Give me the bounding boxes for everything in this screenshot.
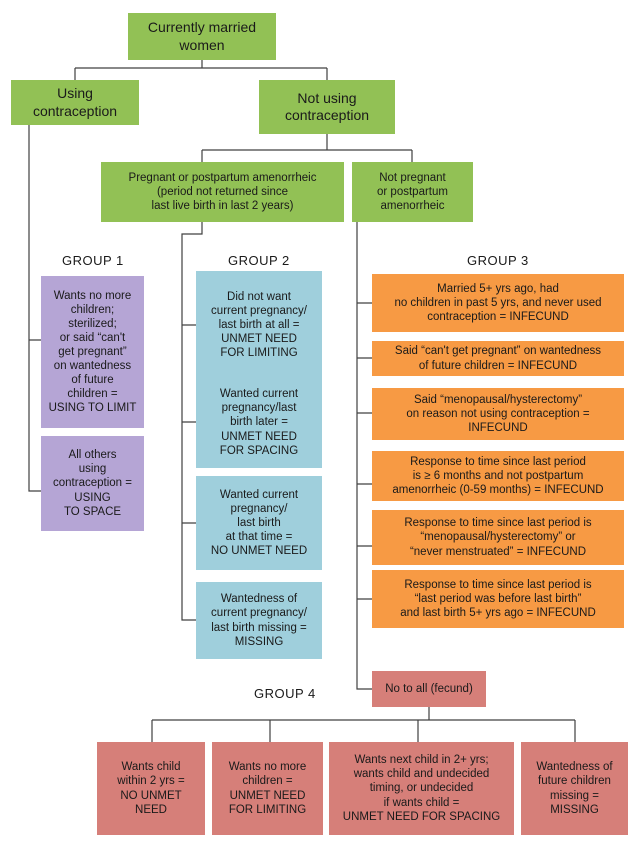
group2-unmet-need-spacing: Wanted current pregnancy/last birth late…: [196, 377, 322, 468]
group4-unmet-need-spacing: Wants next child in 2+ yrs; wants child …: [329, 742, 514, 835]
node-pregnant-or-postpartum: Pregnant or postpartum amenorrheic (peri…: [101, 162, 344, 222]
group-1-label: GROUP 1: [62, 253, 124, 268]
node-fecund: No to all (fecund): [372, 671, 486, 707]
group3-infecund-time-since-period: Response to time since last period is ≥ …: [372, 451, 624, 501]
group1-using-to-space: All others using contraception = USING T…: [41, 436, 144, 531]
group2-unmet-need-limiting: Did not want current pregnancy/ last bir…: [196, 271, 322, 379]
group3-infecund-cant-get-pregnant: Said “can't get pregnant” on wantedness …: [372, 341, 624, 376]
group3-infecund-married-5-yrs: Married 5+ yrs ago, had no children in p…: [372, 274, 624, 332]
group2-no-unmet-need: Wanted current pregnancy/ last birth at …: [196, 476, 322, 570]
group3-infecund-menopausal-period: Response to time since last period is “m…: [372, 510, 624, 565]
group-3-label: GROUP 3: [467, 253, 529, 268]
group4-unmet-need-limiting: Wants no more children = UNMET NEED FOR …: [212, 742, 323, 835]
group-2-label: GROUP 2: [228, 253, 290, 268]
group3-infecund-menopausal-reason: Said “menopausal/hysterectomy” on reason…: [372, 388, 624, 440]
node-using-contraception: Using contraception: [11, 80, 139, 125]
node-not-using-contraception: Not using contraception: [259, 80, 395, 134]
node-not-pregnant: Not pregnant or postpartum amenorrheic: [352, 162, 473, 222]
group4-no-unmet-need: Wants child within 2 yrs = NO UNMET NEED: [97, 742, 205, 835]
group1-using-to-limit: Wants no more children; sterilized; or s…: [41, 276, 144, 428]
group3-infecund-period-before-birth: Response to time since last period is “l…: [372, 570, 624, 628]
node-currently-married: Currently married women: [128, 13, 276, 60]
group2-missing: Wantedness of current pregnancy/ last bi…: [196, 582, 322, 659]
group-4-label: GROUP 4: [254, 686, 316, 701]
group4-missing: Wantedness of future children missing = …: [521, 742, 628, 835]
